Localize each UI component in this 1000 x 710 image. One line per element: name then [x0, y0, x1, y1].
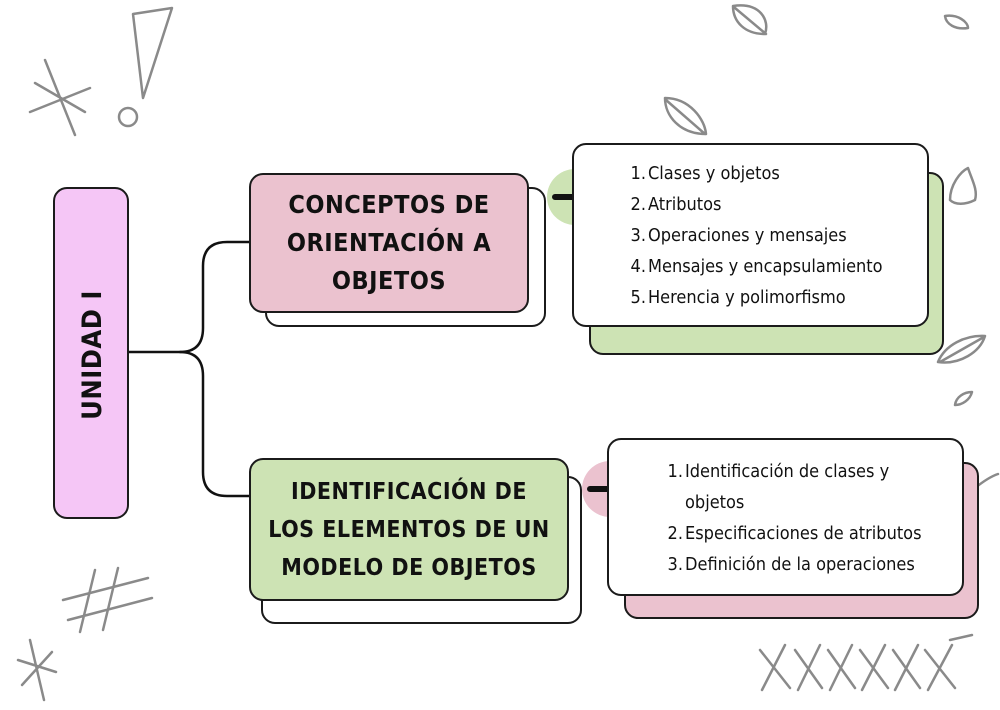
unit-box: UNIDAD I — [53, 187, 129, 519]
leaf-icon — [663, 96, 708, 136]
hash-icon — [61, 566, 154, 634]
topic2-list: 1.Identificación de clases y objetos 2.E… — [607, 438, 964, 596]
cross-marks-icon — [758, 633, 974, 692]
leaf-icon — [731, 4, 768, 36]
list-item: 1.Clases y objetos — [630, 163, 780, 184]
star-icon — [28, 58, 92, 137]
list-item: 2.Especificaciones de atributos — [667, 523, 922, 544]
topic2-title: IDENTIFICACIÓN DE LOS ELEMENTOS DE UN MO… — [249, 458, 569, 601]
leaf-icon — [948, 166, 977, 205]
leaf-icon — [943, 14, 970, 30]
list-item: 3.Definición de la operaciones — [667, 554, 915, 575]
topic1-title: CONCEPTOS DE ORIENTACIÓN A OBJETOS — [249, 173, 529, 313]
unit-label: UNIDAD I — [76, 290, 108, 420]
star-icon — [16, 638, 58, 702]
leaf-icon — [936, 334, 987, 364]
list-item: 5.Herencia y polimorfismo — [630, 287, 846, 308]
list-item: 1.Identificación de clases y objetos — [667, 461, 890, 513]
list-item: 2.Atributos — [630, 194, 722, 215]
topic1-list: 1.Clases y objetos 2.Atributos 3.Operaci… — [572, 143, 929, 327]
list-item: 3.Operaciones y mensajes — [630, 225, 847, 246]
exclamation-icon — [117, 6, 174, 128]
list-item: 4.Mensajes y encapsulamiento — [630, 256, 883, 277]
leaf-icon — [953, 390, 974, 407]
